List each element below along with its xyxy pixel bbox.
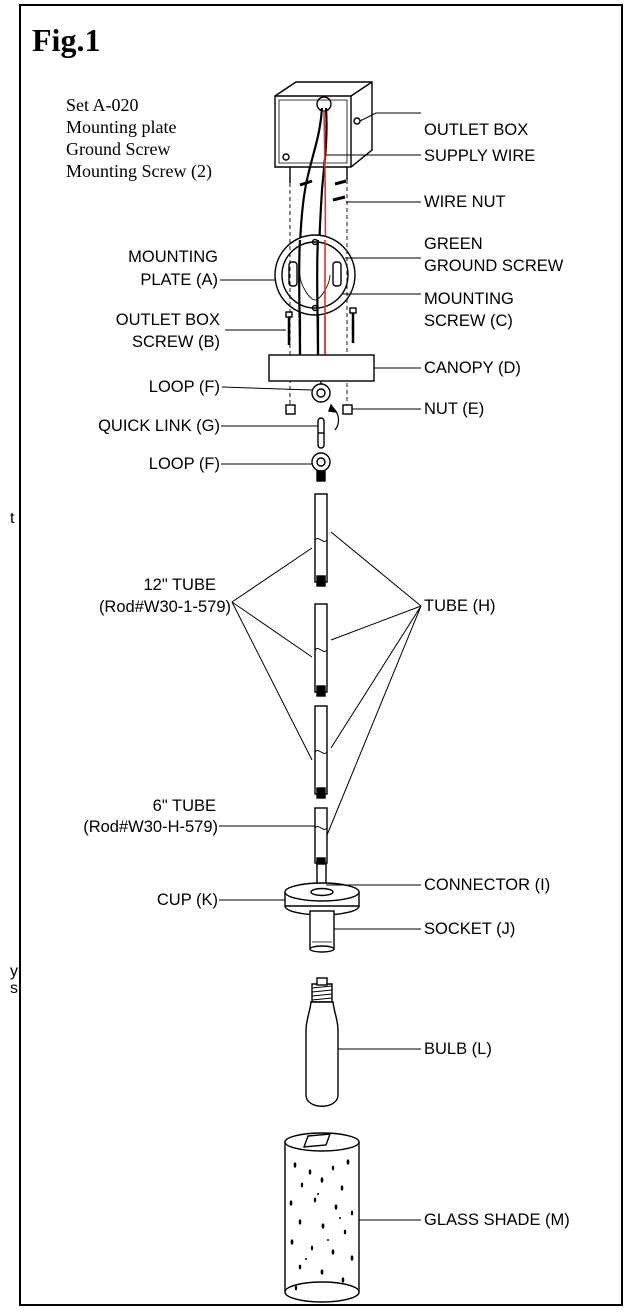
- label-bulb: BULB (L): [424, 1040, 492, 1058]
- label-outlet-box-screw-2: SCREW (B): [132, 333, 220, 351]
- outlet-box-screw-drawing: [285, 311, 293, 345]
- label-tube-12-2: (Rod#W30-1-579): [98, 598, 231, 616]
- cup-drawing: [284, 882, 360, 916]
- figure-title: Fig.1: [32, 22, 101, 58]
- label-wire-nut: WIRE NUT: [424, 193, 506, 211]
- margin-fragment: y: [10, 963, 18, 980]
- canopy-drawing: [268, 354, 375, 382]
- label-mounting-screw-1: MOUNTING: [424, 290, 514, 308]
- label-green-ground-screw-1: GREEN: [424, 235, 483, 253]
- label-loop-top: LOOP (F): [148, 378, 220, 396]
- label-tube-6-1: 6" TUBE: [152, 797, 216, 815]
- label-loop-bottom: LOOP (F): [148, 455, 220, 473]
- tube-stack-drawing: [314, 493, 328, 869]
- label-connector: CONNECTOR (I): [424, 876, 551, 894]
- margin-fragment: t: [10, 510, 15, 527]
- label-cup: CUP (K): [156, 891, 218, 909]
- mounting-plate-drawing: [274, 234, 356, 316]
- label-mounting-plate-2: PLATE (A): [140, 271, 218, 289]
- nut-drawing: [342, 404, 353, 415]
- label-quick-link: QUICK LINK (G): [98, 417, 220, 435]
- label-tube-12-1: 12" TUBE: [143, 576, 216, 594]
- label-mounting-plate-1: MOUNTING: [128, 248, 218, 266]
- label-nut: NUT (E): [424, 400, 485, 418]
- glass-shade-dots: [289, 1159, 354, 1291]
- figure-frame: [19, 4, 623, 1306]
- label-mounting-screw-2: SCREW (C): [424, 312, 513, 330]
- bulb-drawing: [305, 977, 339, 1107]
- label-tube: TUBE (H): [424, 597, 496, 615]
- mounting-screw-drawing: [349, 307, 357, 343]
- margin-fragment: s: [10, 980, 18, 997]
- label-canopy: CANOPY (D): [424, 359, 521, 377]
- nut-drawing: [285, 404, 296, 415]
- set-list-item: Mounting plate: [66, 117, 177, 137]
- set-list-item: Mounting Screw (2): [66, 161, 212, 181]
- label-outlet-box: OUTLET BOX: [424, 121, 529, 139]
- label-outlet-box-screw-1: OUTLET BOX: [115, 311, 220, 329]
- label-tube-6-2: (Rod#W30-H-579): [83, 818, 218, 836]
- label-glass-shade: GLASS SHADE (M): [424, 1211, 570, 1229]
- loop-top-drawing: [311, 383, 331, 403]
- label-green-ground-screw-2: GROUND SCREW: [424, 257, 564, 275]
- loop-bottom-drawing: [311, 452, 331, 472]
- label-socket: SOCKET (J): [424, 920, 516, 938]
- label-supply-wire: SUPPLY WIRE: [424, 147, 536, 165]
- glass-shade-drawing: [284, 1132, 360, 1303]
- set-list-item: Ground Screw: [66, 139, 171, 159]
- set-list-title: Set A-020: [66, 95, 139, 115]
- socket-drawing: [309, 910, 335, 953]
